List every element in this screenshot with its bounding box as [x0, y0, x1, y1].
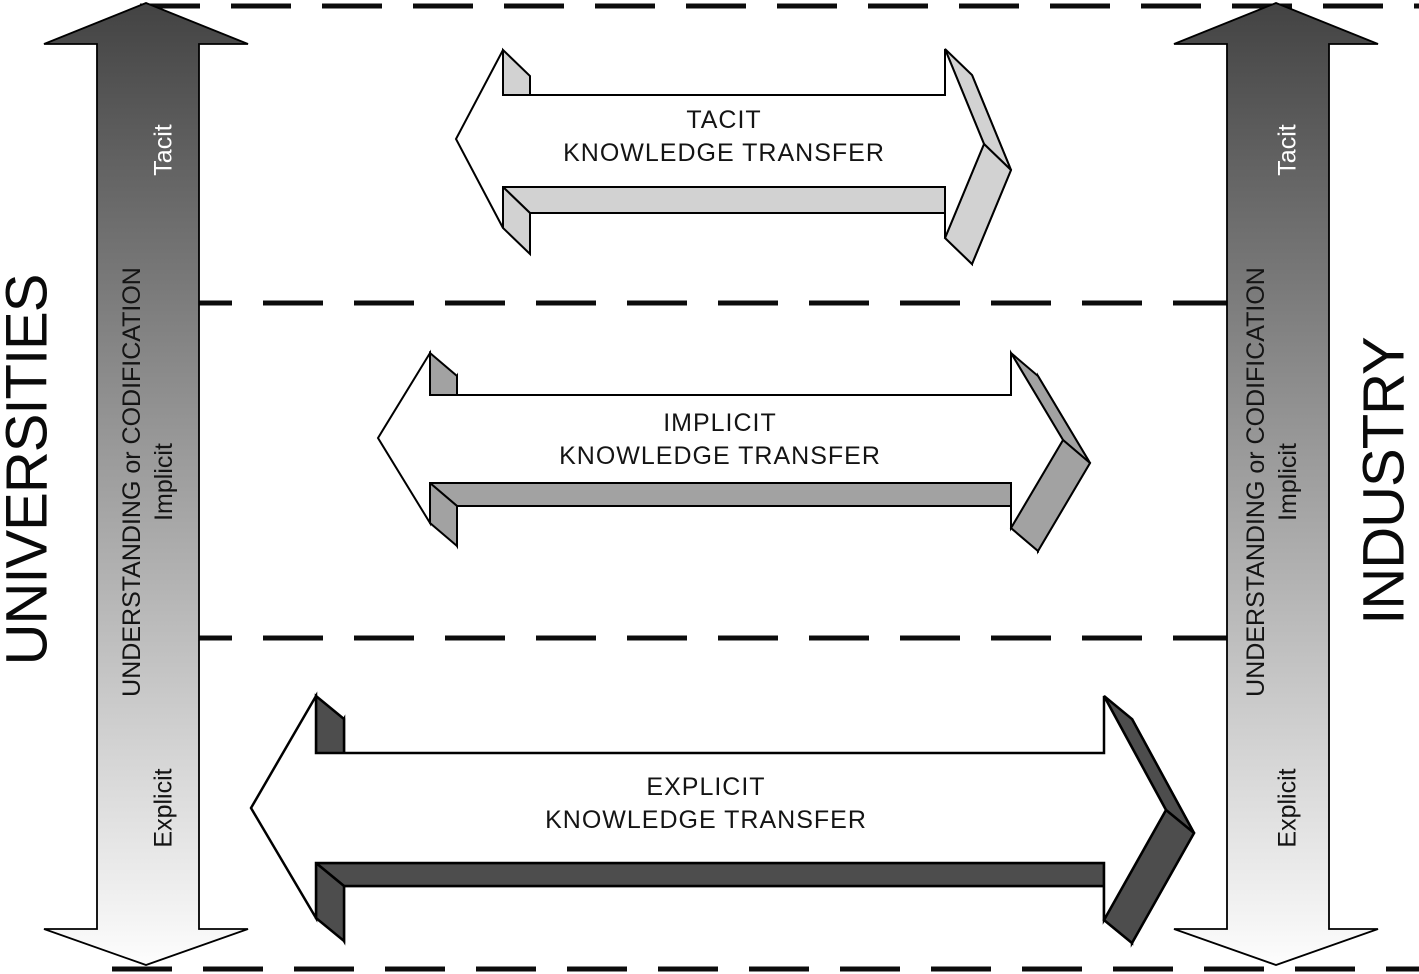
right-axis-implicit-label: Implicit	[1274, 443, 1302, 521]
right-axis-middle-block: UNDERSTANDING or CODIFICATION Implicit	[1240, 267, 1304, 697]
tacit-arrow-label-line1: TACIT	[686, 106, 762, 134]
tacit-arrow-label-line2: KNOWLEDGE TRANSFER	[563, 139, 885, 167]
right-axis-explicit-label: Explicit	[1273, 768, 1302, 848]
implicit-transfer-arrow	[376, 349, 1092, 555]
right-axis-codification-label: UNDERSTANDING or CODIFICATION	[1242, 267, 1270, 697]
section-boundaries	[112, 3, 1419, 972]
implicit-arrow-label: IMPLICIT KNOWLEDGE TRANSFER	[559, 407, 881, 473]
industry-title: INDUSTRY	[1351, 337, 1417, 625]
tacit-arrow-bottom-bevel	[500, 186, 975, 214]
universities-title: UNIVERSITIES	[0, 274, 60, 666]
implicit-arrow-label-line1: IMPLICIT	[663, 409, 777, 437]
tacit-arrow-label: TACIT KNOWLEDGE TRANSFER	[563, 104, 885, 170]
left-axis-explicit-label: Explicit	[149, 768, 178, 848]
implicit-arrow-bottom-bevel	[427, 482, 1041, 507]
tacit-arrow-front-face	[454, 48, 986, 239]
right-axis-tacit-label: Tacit	[1273, 124, 1302, 176]
explicit-transfer-arrow	[249, 691, 1196, 948]
tacit-transfer-arrow	[454, 47, 1013, 267]
left-axis-implicit-label: Implicit	[150, 443, 178, 521]
explicit-arrow-label-line1: EXPLICIT	[646, 773, 766, 801]
explicit-arrow-label: EXPLICIT KNOWLEDGE TRANSFER	[545, 771, 867, 837]
universities-gradient-arrow	[43, 2, 249, 966]
explicit-arrow-label-line2: KNOWLEDGE TRANSFER	[545, 806, 867, 834]
left-axis-middle-block: UNDERSTANDING or CODIFICATION Implicit	[116, 267, 180, 697]
explicit-arrow-bottom-bevel	[312, 861, 1136, 888]
left-axis-tacit-label: Tacit	[149, 124, 178, 176]
implicit-arrow-label-line2: KNOWLEDGE TRANSFER	[559, 442, 881, 470]
industry-gradient-arrow	[1173, 2, 1379, 966]
left-axis-codification-label: UNDERSTANDING or CODIFICATION	[118, 267, 146, 697]
implicit-arrow-front-face	[376, 349, 1065, 532]
explicit-arrow-front-face	[249, 691, 1168, 925]
